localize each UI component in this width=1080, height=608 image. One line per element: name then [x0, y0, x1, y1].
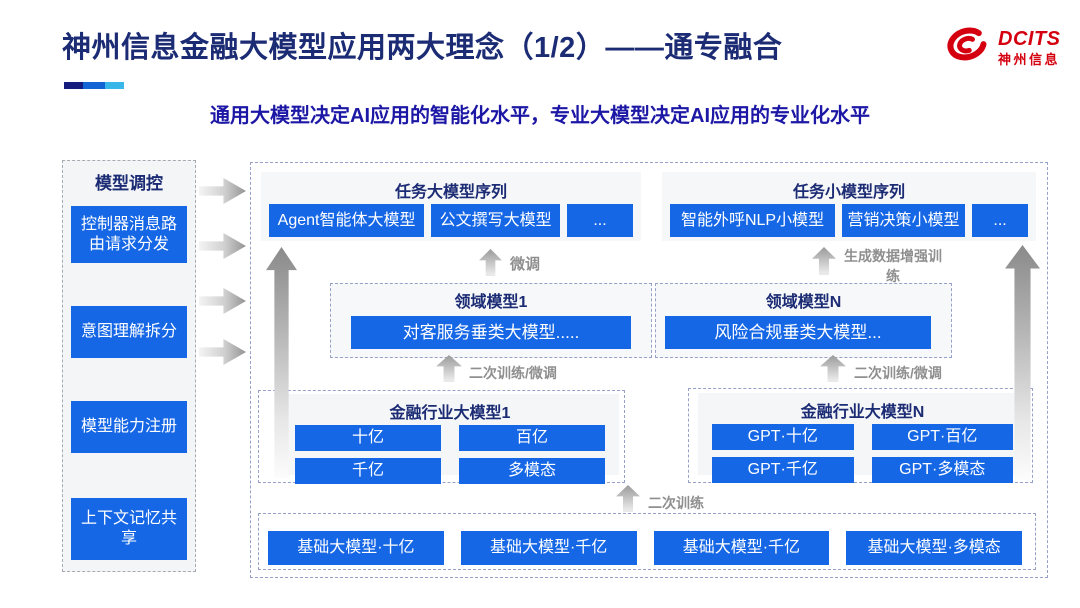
accent-segment-dark — [64, 82, 83, 89]
retrain-label: 二次训练 — [648, 495, 704, 511]
customer-service-model-box: 对客服务垂类大模型..... — [351, 316, 631, 349]
gpt-100b-box: GPT·千亿 — [712, 457, 854, 483]
gen-data-train-label: 生成数据增强训练 — [844, 248, 942, 285]
right-arrow-icon-1 — [199, 178, 246, 204]
outbound-nlp-model-box: 智能外呼NLP小模型 — [670, 204, 836, 237]
sidebar-item-context-memory: 上下文记忆共享 — [71, 498, 187, 560]
right-arrow-icon-3 — [199, 288, 246, 314]
model-architecture-canvas — [250, 162, 1048, 578]
sidebar-item-capability-register: 模型能力注册 — [71, 401, 187, 453]
slide-subtitle: 通用大模型决定AI应用的智能化水平，专业大模型决定AI应用的专业化水平 — [210, 105, 870, 127]
document-writing-model-box: 公文撰写大模型 — [431, 204, 560, 237]
model-control-panel: 模型调控 控制器消息路由请求分发 意图理解拆分 模型能力注册 上下文记忆共享 — [62, 160, 196, 572]
industry-model-1-box: 金融行业大模型1 十亿 百亿 千亿 多模态 — [258, 390, 625, 484]
title-accent-bar — [64, 82, 124, 89]
base-model-100b-box-2: 基础大模型·千亿 — [653, 531, 830, 565]
agent-large-model-box: Agent智能体大模型 — [269, 204, 425, 237]
industry-model-n-panel: 金融行业大模型N GPT·十亿 GPT·百亿 GPT·千亿 GPT·多模态 — [698, 393, 1027, 483]
domain-model-n-title: 领域模型N — [765, 294, 842, 311]
model-multimodal-box: 多模态 — [459, 458, 605, 484]
right-arrow-icon-4 — [199, 339, 246, 365]
risk-compliance-model-box: 风险合规垂类大模型... — [665, 316, 931, 349]
industry-model-n-title: 金融行业大模型N — [800, 404, 925, 421]
task-small-model-title: 任务小模型序列 — [792, 184, 905, 201]
page-title: 神州信息金融大模型应用两大理念（1/2）——通专融合 — [62, 32, 783, 64]
model-1b-box: 十亿 — [295, 425, 441, 451]
marketing-decision-model-box: 营销决策小模型 — [842, 204, 966, 237]
company-logo: DCITS 神州信息 — [944, 22, 1061, 73]
task-large-model-title: 任务大模型序列 — [394, 184, 507, 201]
model-100b-box: 千亿 — [295, 458, 441, 484]
sidebar-title: 模型调控 — [95, 174, 163, 193]
industry-model-1-panel: 金融行业大模型1 十亿 百亿 千亿 多模态 — [281, 394, 619, 484]
sidebar-item-controller-routing: 控制器消息路由请求分发 — [71, 206, 187, 263]
task-large-more-box: ... — [566, 204, 633, 237]
base-model-100b-box: 基础大模型·千亿 — [460, 531, 637, 565]
retrain-finetune-right-label: 二次训练/微调 — [854, 365, 942, 381]
accent-segment-cyan — [105, 82, 124, 89]
task-small-model-group: 任务小模型序列 智能外呼NLP小模型 营销决策小模型 ... — [662, 172, 1036, 241]
sidebar-item-intent-split: 意图理解拆分 — [71, 306, 187, 358]
logo-brand-text: DCITS — [998, 27, 1061, 50]
industry-model-1-title: 金融行业大模型1 — [389, 405, 511, 422]
gpt-10b-box: GPT·百亿 — [871, 424, 1013, 450]
fine-tune-label: 微调 — [510, 256, 541, 273]
domain-model-n-box: 领域模型N 风险合规垂类大模型... — [655, 283, 952, 358]
task-small-more-box: ... — [972, 204, 1029, 237]
retrain-finetune-left-label: 二次训练/微调 — [469, 365, 557, 381]
base-model-1b-box: 基础大模型·十亿 — [268, 531, 444, 565]
domain-model-1-box: 领域模型1 对客服务垂类大模型..... — [330, 283, 652, 358]
industry-model-n-box: 金融行业大模型N GPT·十亿 GPT·百亿 GPT·千亿 GPT·多模态 — [688, 388, 1033, 483]
gpt-multimodal-box: GPT·多模态 — [871, 457, 1013, 483]
domain-model-1-title: 领域模型1 — [454, 294, 528, 311]
base-model-group: 基础大模型·十亿 基础大模型·千亿 基础大模型·千亿 基础大模型·多模态 — [258, 513, 1036, 570]
right-arrow-icon-2 — [199, 233, 246, 259]
base-model-multimodal-box: 基础大模型·多模态 — [846, 531, 1022, 565]
accent-segment-blue — [83, 82, 105, 89]
logo-company-text: 神州信息 — [998, 51, 1061, 67]
model-10b-box: 百亿 — [459, 425, 605, 451]
task-large-model-group: 任务大模型序列 Agent智能体大模型 公文撰写大模型 ... — [261, 172, 641, 241]
dcits-swirl-icon — [944, 22, 992, 73]
gpt-1b-box: GPT·十亿 — [712, 424, 854, 450]
